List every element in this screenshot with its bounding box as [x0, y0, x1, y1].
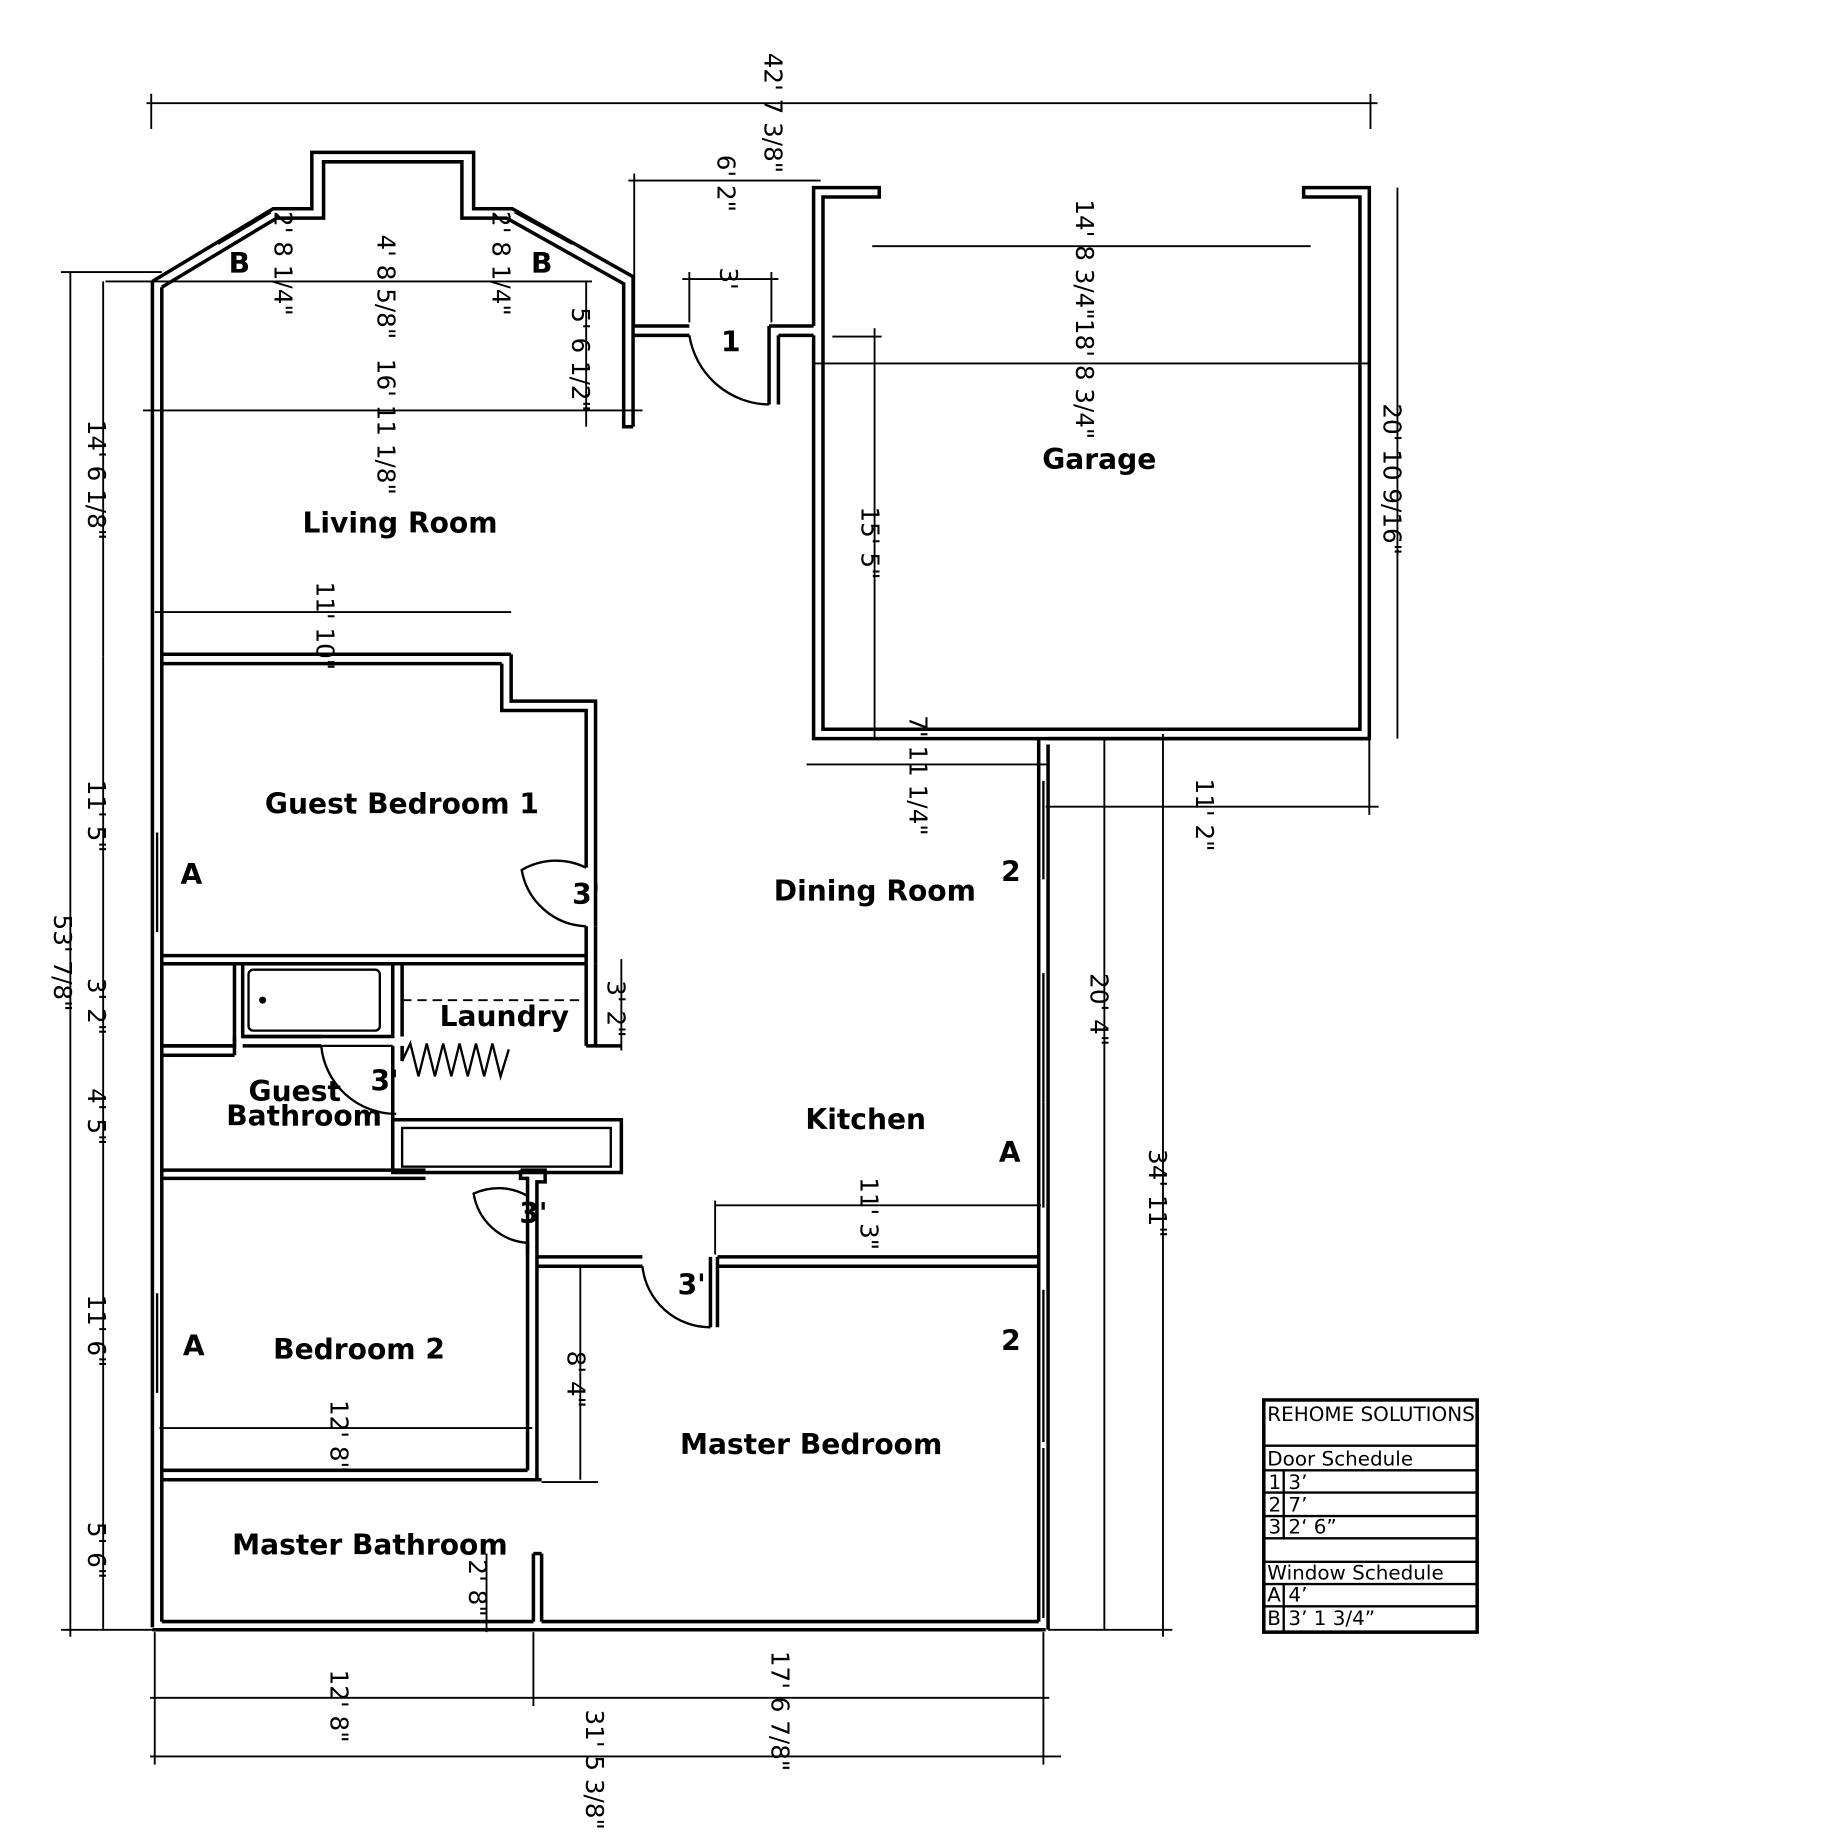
tag-door-1: 1 — [721, 326, 741, 359]
window-row-size: 4’ — [1288, 1584, 1307, 1607]
window-row-id: B — [1267, 1607, 1281, 1630]
room-bedroom-2: Bedroom 2 — [273, 1333, 445, 1366]
dim-dining-kitchen-depth: 20' 4" — [1084, 973, 1113, 1046]
dim-kitchen-width: 11' 3" — [855, 1177, 884, 1250]
door-row-id: 1 — [1268, 1471, 1281, 1494]
tag-window-a-guest1: A — [181, 858, 203, 891]
door-swings — [320, 335, 770, 1329]
dim-bottom-total: 31' 5 3/8" — [580, 1710, 609, 1830]
room-master-bedroom: Master Bedroom — [680, 1428, 942, 1461]
dim-guest1-width: 11' 10" — [311, 582, 340, 671]
schedule-window-title: Window Schedule — [1267, 1561, 1443, 1584]
room-living: Living Room — [302, 506, 497, 539]
dim-bay-center: 4' 8 5/8" — [371, 235, 400, 340]
dim-bedroom2-width: 12' 8" — [325, 1400, 354, 1473]
dim-right-total-depth: 34' 11" — [1143, 1149, 1172, 1238]
window-row-id: A — [1267, 1584, 1281, 1607]
room-garage: Garage — [1042, 443, 1156, 476]
dim-garage-width: 18' 8 3/4" — [1070, 319, 1099, 439]
dimension-lines — [60, 93, 1399, 1765]
room-guest-bathroom-1: Guest — [249, 1075, 341, 1108]
door-row-size: 3’ — [1288, 1471, 1307, 1494]
room-dining: Dining Room — [774, 874, 976, 907]
room-laundry: Laundry — [440, 1000, 569, 1033]
tags: B B 1 A 3' 2 3' A 3' 3' A 2 — [181, 247, 1021, 1362]
dim-laundry-depth: 3' 2" — [601, 980, 630, 1037]
dim-master-bath-depth: 5' 6" — [82, 1522, 111, 1579]
dim-bottom-left: 12' 8" — [325, 1670, 354, 1743]
dim-master-bath-door: 2' 8" — [463, 1559, 492, 1616]
dim-right-offset: 11' 2" — [1190, 779, 1219, 852]
dim-bottom-right: 17' 6 7/8" — [765, 1651, 794, 1771]
room-guest-bathroom-2: Bathroom — [226, 1100, 382, 1133]
door-row-id: 2 — [1268, 1493, 1281, 1516]
dim-living-width: 16' 11 1/8" — [371, 359, 400, 495]
dim-garage-depth: 20' 10 9/16" — [1377, 403, 1406, 555]
room-guest-bedroom-1: Guest Bedroom 1 — [265, 788, 539, 821]
dim-living-depth: 14' 6 1/8" — [82, 420, 111, 540]
dimension-labels: 42' 7 3/8" 6' 2" 3' 2' 8 1/4" 4' 8 5/8" … — [48, 53, 1406, 1830]
room-master-bathroom: Master Bathroom — [232, 1529, 508, 1562]
windows — [155, 211, 1045, 1619]
tag-door-3-guest1: 3' — [572, 878, 600, 911]
dim-bath-depth-a: 3' 2" — [82, 978, 111, 1035]
tag-door-2-dining: 2 — [1001, 856, 1021, 889]
tag-window-a-kitchen: A — [999, 1136, 1021, 1169]
tag-door-3-hall: 3' — [519, 1197, 547, 1230]
door-row-size: 7’ — [1288, 1493, 1307, 1516]
room-kitchen: Kitchen — [805, 1103, 926, 1136]
dim-bay-side-right: 2' 8 1/4" — [486, 211, 515, 316]
tag-window-b-right: B — [531, 247, 552, 280]
dim-overall-width: 42' 7 3/8" — [758, 53, 787, 173]
dim-master-closet: 8' 4" — [561, 1351, 590, 1408]
dim-bedroom2-depth: 11' 6" — [82, 1294, 111, 1367]
walls — [150, 150, 1372, 1632]
tag-door-3-master: 3' — [678, 1268, 706, 1301]
tag-door-2-master: 2 — [1001, 1325, 1021, 1358]
tag-window-b-left: B — [229, 247, 250, 280]
dim-bay-side-left: 2' 8 1/4" — [268, 211, 297, 316]
dim-bay-depth: 5' 6 1/2" — [566, 307, 595, 412]
schedule-company: REHOME SOLUTIONS — [1267, 1403, 1474, 1426]
dim-garage-inset: 15' 5" — [856, 507, 885, 580]
dim-bath-depth-b: 4' 5" — [82, 1088, 111, 1145]
dim-garage-inner: 14' 8 3/4" — [1070, 199, 1099, 319]
window-row-size: 3’ 1 3/4” — [1288, 1607, 1375, 1630]
dim-overall-depth: 53' 7/8" — [48, 915, 77, 1012]
room-labels: Living Room Garage Guest Bedroom 1 Dinin… — [226, 443, 1156, 1562]
dim-entry-door: 3' — [714, 267, 743, 289]
door-row-size: 2‘ 6” — [1288, 1516, 1336, 1539]
dim-dining-offset: 7' 11 1/4" — [904, 715, 933, 835]
schedule-table: REHOME SOLUTIONS Door Schedule 1 3’ 2 7’… — [1262, 1398, 1479, 1634]
dim-guest1-depth: 11' 5" — [82, 780, 111, 853]
schedule-door-title: Door Schedule — [1267, 1448, 1413, 1471]
door-row-id: 3 — [1268, 1516, 1281, 1539]
tag-window-a-bedroom2: A — [183, 1329, 205, 1362]
tag-door-3-bath: 3' — [370, 1064, 398, 1097]
dim-entry-width: 6' 2" — [711, 155, 740, 212]
